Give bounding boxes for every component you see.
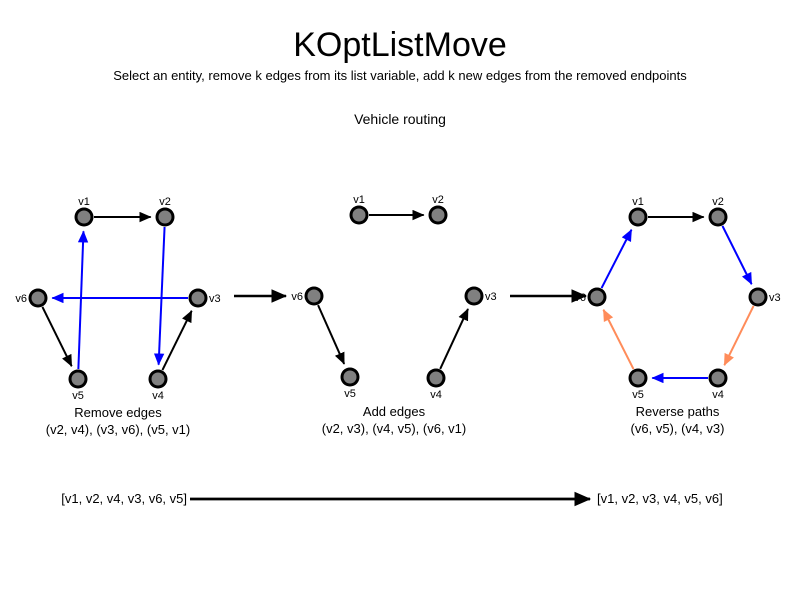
graph-edge-v2-v4[interactable]	[153, 226, 166, 366]
list-after: [v1, v2, v3, v4, v5, v6]	[597, 491, 723, 506]
node-label-v6: v6	[574, 292, 586, 304]
graph-edge-v3-v4[interactable]	[723, 305, 755, 366]
node-label-v2: v2	[712, 196, 724, 208]
panel-add-caption-title: Add edges	[363, 404, 426, 419]
graph-edge-v6-v5[interactable]	[41, 306, 73, 367]
graph-edge-v2-v3[interactable]	[721, 225, 753, 285]
graph-node-v1[interactable]: v1	[628, 196, 648, 227]
node-label-v5: v5	[72, 390, 84, 402]
graph-node-v4[interactable]: v4	[708, 368, 728, 402]
graph-node-v5[interactable]: v5	[340, 367, 360, 401]
panel-remove-caption-edges: (v2, v4), (v3, v6), (v5, v1)	[46, 422, 190, 437]
panel-remove-caption-title: Remove edges	[74, 405, 162, 420]
node-label-v4: v4	[152, 390, 164, 402]
graph-edge-v4-v3[interactable]	[161, 310, 193, 371]
graph-edge-v4-v3[interactable]	[439, 308, 469, 370]
panel-reverse-caption-title: Reverse paths	[636, 404, 720, 419]
graph-node-v3[interactable]: v3	[748, 287, 781, 307]
node-label-v1: v1	[78, 196, 90, 208]
graph-node-v3[interactable]: v3	[188, 288, 221, 308]
node-label-v1: v1	[353, 194, 365, 206]
node-label-v3: v3	[485, 291, 497, 303]
graph-node-v2[interactable]: v2	[708, 196, 728, 227]
node-label-v5: v5	[344, 388, 356, 400]
node-label-v6: v6	[15, 293, 27, 305]
panel-add-caption-edges: (v2, v3), (v4, v5), (v6, v1)	[322, 421, 466, 436]
node-label-v3: v3	[769, 292, 781, 304]
graph-edge-v5-v6[interactable]	[602, 309, 635, 370]
node-label-v6: v6	[291, 291, 303, 303]
panel-reverse-caption-edges: (v6, v5), (v4, v3)	[631, 421, 725, 436]
graph-node-v6[interactable]: v6	[291, 286, 324, 306]
page-subtitle: Select an entity, remove k edges from it…	[113, 68, 687, 83]
node-label-v2: v2	[432, 194, 444, 206]
graph-node-v2[interactable]: v2	[428, 194, 448, 225]
graph-node-v5[interactable]: v5	[628, 368, 648, 402]
graph-edge-v6-v5[interactable]	[317, 304, 346, 365]
node-label-v1: v1	[632, 196, 644, 208]
node-label-v2: v2	[159, 196, 171, 208]
graph-node-v6[interactable]: v6	[15, 288, 48, 308]
list-before: [v1, v2, v4, v3, v6, v5]	[61, 491, 187, 506]
node-label-v3: v3	[209, 293, 221, 305]
node-label-v4: v4	[430, 389, 442, 401]
graph-node-v4[interactable]: v4	[426, 368, 446, 402]
graph-node-v1[interactable]: v1	[349, 194, 369, 225]
page-title: KOptListMove	[293, 26, 507, 64]
graph-node-v3[interactable]: v3	[464, 286, 497, 306]
graph-node-v1[interactable]: v1	[74, 196, 94, 227]
graph-node-v2[interactable]: v2	[155, 196, 175, 227]
graph-node-v5[interactable]: v5	[68, 369, 88, 403]
graph-node-v4[interactable]: v4	[148, 369, 168, 403]
graph-node-v6[interactable]: v6	[574, 287, 607, 307]
node-label-v5: v5	[632, 389, 644, 401]
graph-edge-v5-v1[interactable]	[77, 230, 89, 370]
list-transformation: [v1, v2, v4, v3, v6, v5] [v1, v2, v3, v4,…	[61, 491, 723, 507]
section-label: Vehicle routing	[354, 111, 446, 127]
graph-edge-v6-v1[interactable]	[600, 229, 633, 289]
node-label-v4: v4	[712, 389, 724, 401]
